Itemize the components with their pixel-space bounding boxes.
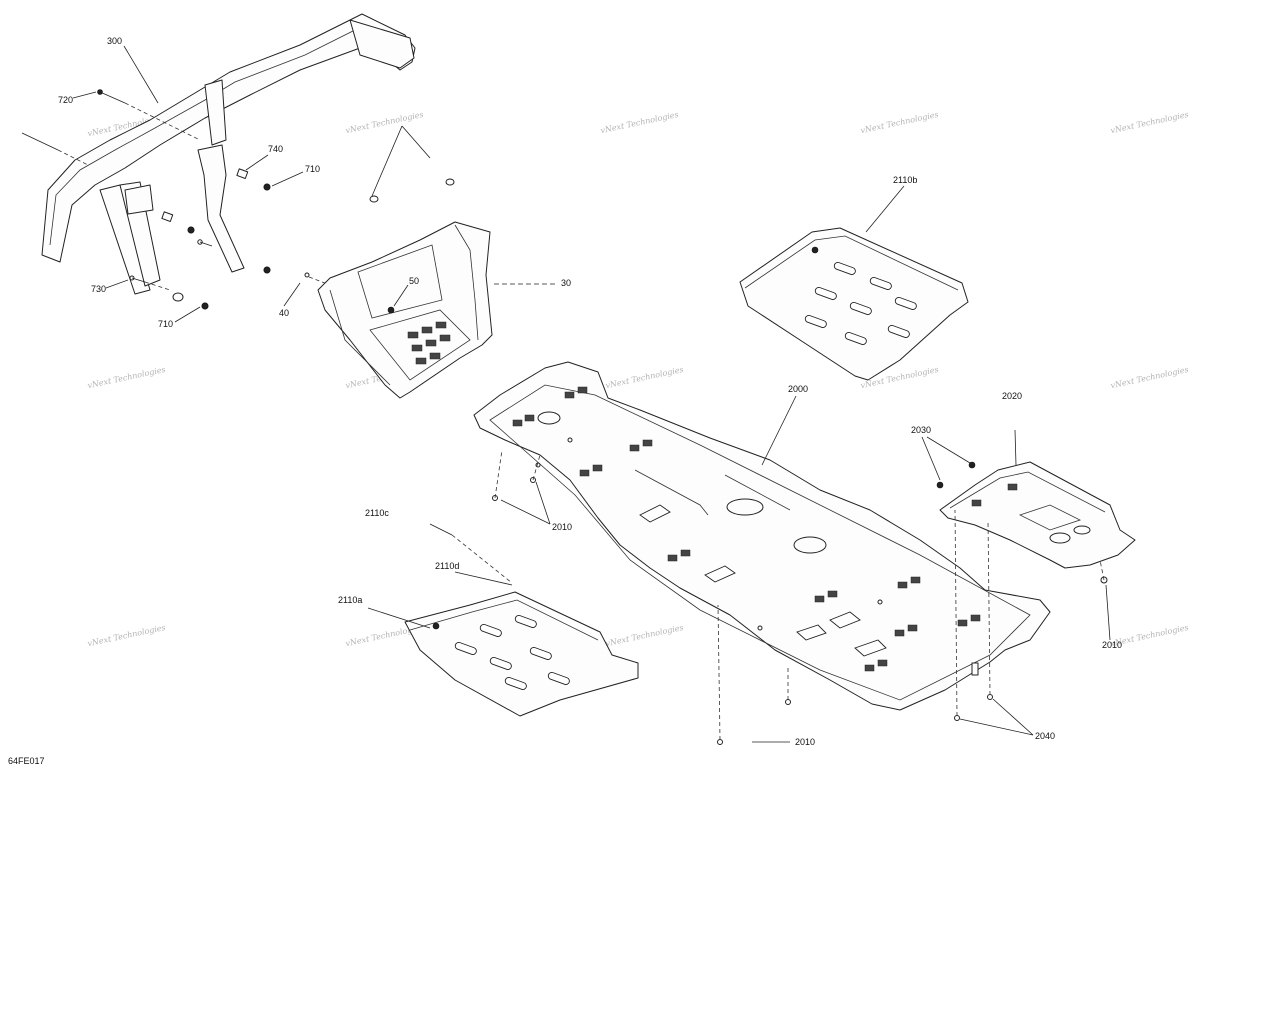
watermarks: vNext Technologies vNext Technologies vN… xyxy=(87,110,1190,648)
skid-plate-part-2110b xyxy=(739,227,969,381)
label-50: 50 xyxy=(409,276,419,286)
label-2110a: 2110a xyxy=(338,595,362,605)
label-710-bottom: 710 xyxy=(158,319,173,329)
skid-plate-part-2000 xyxy=(473,361,1051,711)
label-40: 40 xyxy=(279,308,289,318)
part-labels: 300 720 740 710 730 710 40 50 30 2110b 2… xyxy=(58,36,1122,747)
label-30: 30 xyxy=(561,278,571,288)
label-2110c: 2110c xyxy=(365,508,389,518)
label-2110d: 2110d xyxy=(435,561,459,571)
label-2010-bottom: 2010 xyxy=(795,737,815,747)
watermark: vNext Technologies xyxy=(87,365,167,390)
watermark: vNext Technologies xyxy=(1110,365,1190,390)
label-730: 730 xyxy=(91,284,106,294)
label-740: 740 xyxy=(268,144,283,154)
label-2040: 2040 xyxy=(1035,731,1055,741)
label-2030: 2030 xyxy=(911,425,931,435)
watermark: vNext Technologies xyxy=(860,110,940,135)
watermark: vNext Technologies xyxy=(600,110,680,135)
fasteners xyxy=(429,449,1108,745)
bumper-hardware xyxy=(21,89,455,310)
watermark: vNext Technologies xyxy=(605,365,685,390)
leader-lines xyxy=(72,45,1111,743)
front-panel-part-30 xyxy=(317,221,493,399)
label-2110b: 2110b xyxy=(893,175,917,185)
watermark: vNext Technologies xyxy=(605,623,685,648)
watermark: vNext Technologies xyxy=(1110,110,1190,135)
label-710-top: 710 xyxy=(305,164,320,174)
label-2010-left: 2010 xyxy=(552,522,572,532)
label-300: 300 xyxy=(107,36,122,46)
watermark: vNext Technologies xyxy=(87,623,167,648)
label-2010-right: 2010 xyxy=(1102,640,1122,650)
watermark: vNext Technologies xyxy=(345,110,425,135)
bumper-part-300 xyxy=(41,13,416,295)
label-720: 720 xyxy=(58,95,73,105)
label-2000: 2000 xyxy=(788,384,808,394)
label-2020: 2020 xyxy=(1002,391,1022,401)
figure-id: 64FE017 xyxy=(8,756,45,766)
skid-plate-part-2020 xyxy=(936,461,1136,569)
skid-plate-part-2110a xyxy=(404,591,639,717)
